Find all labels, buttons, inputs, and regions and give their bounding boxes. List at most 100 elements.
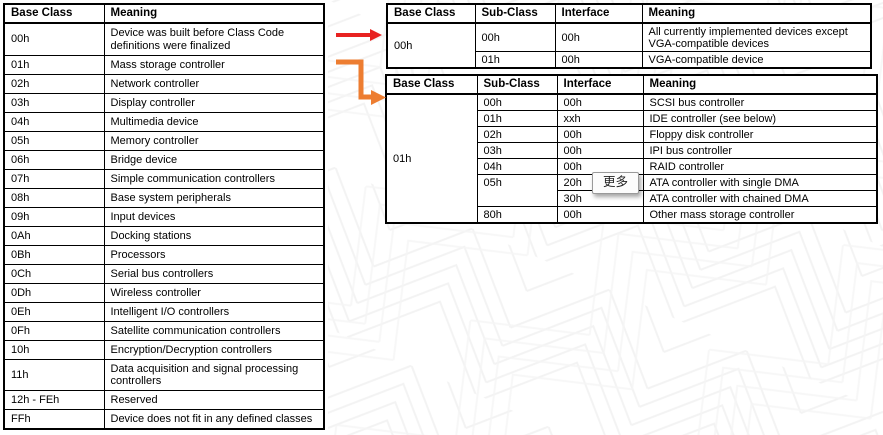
cell-interface: 00h (556, 93, 644, 111)
table-row: 00h 00h 00h All currently implemented de… (386, 22, 872, 69)
cell-base-class: 00h (3, 22, 105, 56)
cell-meaning: Mass storage controller (103, 54, 325, 75)
col-header-sub-class: Sub-Class (474, 3, 556, 24)
cell-meaning: Display controller (103, 92, 325, 113)
cell-base-class: 01h (385, 93, 478, 224)
cell-base-class: 06h (3, 149, 105, 170)
cell-base-class: 01h (3, 54, 105, 75)
cell-interface: 00h (556, 126, 644, 143)
cell-meaning: Floppy disk controller (642, 126, 878, 143)
cell-meaning: Docking stations (103, 225, 325, 246)
header-row: Base Class Sub-Class Interface Meaning (385, 74, 878, 95)
subclass-table-00h: Base Class Sub-Class Interface Meaning 0… (386, 3, 872, 69)
col-header-meaning: Meaning (103, 3, 325, 24)
cell-base-class: 10h (3, 339, 105, 360)
cell-base-class: 12h - FEh (3, 390, 105, 410)
cell-meaning: Encryption/Decryption controllers (103, 339, 325, 360)
cell-sub-class: 00h (476, 93, 558, 111)
cell-base-class: 11h (3, 358, 105, 391)
cell-meaning: Wireless controller (103, 282, 325, 303)
cell-interface: 00h (556, 206, 644, 224)
cell-meaning: Base system peripherals (103, 187, 325, 208)
cell-meaning: SCSI bus controller (642, 93, 878, 111)
cell-meaning: Memory controller (103, 130, 325, 151)
cell-meaning: Device does not fit in any defined class… (103, 409, 325, 430)
cell-meaning: RAID controller (642, 158, 878, 175)
cell-meaning: Satellite communication controllers (103, 320, 325, 341)
cell-base-class: 0Ah (3, 225, 105, 246)
cell-meaning: All currently implemented devices except… (641, 22, 872, 52)
cell-base-class: 02h (3, 73, 105, 94)
cell-meaning: VGA-compatible device (641, 51, 872, 69)
table-row: 02h 00h Floppy disk controller (386, 126, 878, 143)
cell-base-class: 08h (3, 187, 105, 208)
cell-interface: xxh (556, 110, 644, 127)
table-row: 01h 00h VGA-compatible device (387, 51, 872, 69)
cell-meaning: Reserved (103, 390, 325, 410)
cell-meaning: Multimedia device (103, 111, 325, 132)
cell-meaning: Device was built before Class Code defin… (103, 22, 325, 56)
header-row: Base Class Meaning (3, 3, 325, 24)
cell-meaning: Bridge device (103, 149, 325, 170)
col-header-meaning: Meaning (641, 3, 872, 24)
cell-meaning: Data acquisition and signal processing c… (103, 358, 325, 391)
cell-sub-class: 03h (476, 142, 558, 159)
col-header-sub-class: Sub-Class (476, 74, 558, 95)
cell-meaning: Other mass storage controller (642, 206, 878, 224)
cell-meaning: ATA controller with chained DMA (642, 190, 878, 207)
cell-base-class: 04h (3, 111, 105, 132)
cell-base-class: FFh (3, 409, 105, 430)
cell-sub-class: 01h (476, 110, 558, 127)
cell-meaning: Processors (103, 244, 325, 265)
more-popup-button[interactable]: 更多 (592, 172, 640, 194)
cell-sub-class: 00h (474, 22, 556, 52)
col-header-meaning: Meaning (642, 74, 878, 95)
table-row: 80h 00h Other mass storage controller (386, 206, 878, 224)
cell-meaning: ATA controller with single DMA (642, 174, 878, 191)
header-row: Base Class Sub-Class Interface Meaning (386, 3, 872, 24)
cell-base-class: 07h (3, 168, 105, 189)
cell-meaning: IPI bus controller (642, 142, 878, 159)
col-header-base-class: Base Class (385, 74, 478, 95)
cell-sub-class: 80h (476, 206, 558, 224)
cell-sub-class: 05h (476, 174, 558, 207)
col-header-base-class: Base Class (3, 3, 105, 24)
cell-interface: 00h (556, 142, 644, 159)
col-header-base-class: Base Class (386, 3, 476, 24)
cell-meaning: Input devices (103, 206, 325, 227)
col-header-interface: Interface (554, 3, 643, 24)
cell-meaning: Simple communication controllers (103, 168, 325, 189)
cell-sub-class: 02h (476, 126, 558, 143)
subclass-table-01h: Base Class Sub-Class Interface Meaning 0… (385, 74, 878, 224)
cell-meaning: Serial bus controllers (103, 263, 325, 284)
cell-base-class: 09h (3, 206, 105, 227)
cell-base-class: 0Fh (3, 320, 105, 341)
cell-sub-class: 01h (474, 51, 556, 69)
cell-base-class: 00h (386, 22, 476, 69)
cell-meaning: Intelligent I/O controllers (103, 301, 325, 322)
cell-base-class: 05h (3, 130, 105, 151)
cell-base-class: 0Dh (3, 282, 105, 303)
cell-base-class: 0Bh (3, 244, 105, 265)
cell-interface: 00h (554, 51, 643, 69)
cell-base-class: 0Eh (3, 301, 105, 322)
